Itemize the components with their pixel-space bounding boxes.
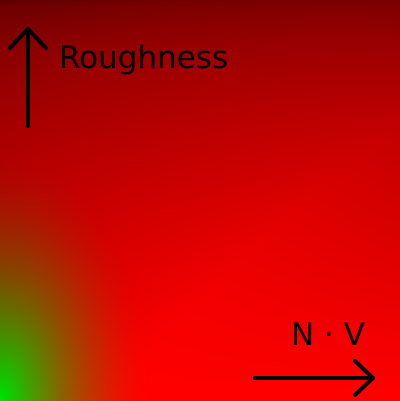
roughness-axis-label: Roughness xyxy=(59,40,228,76)
n-dot-v-arrow-icon xyxy=(253,359,375,397)
n-dot-v-axis-label: N · V xyxy=(291,317,365,353)
roughness-arrow-icon xyxy=(8,27,48,128)
